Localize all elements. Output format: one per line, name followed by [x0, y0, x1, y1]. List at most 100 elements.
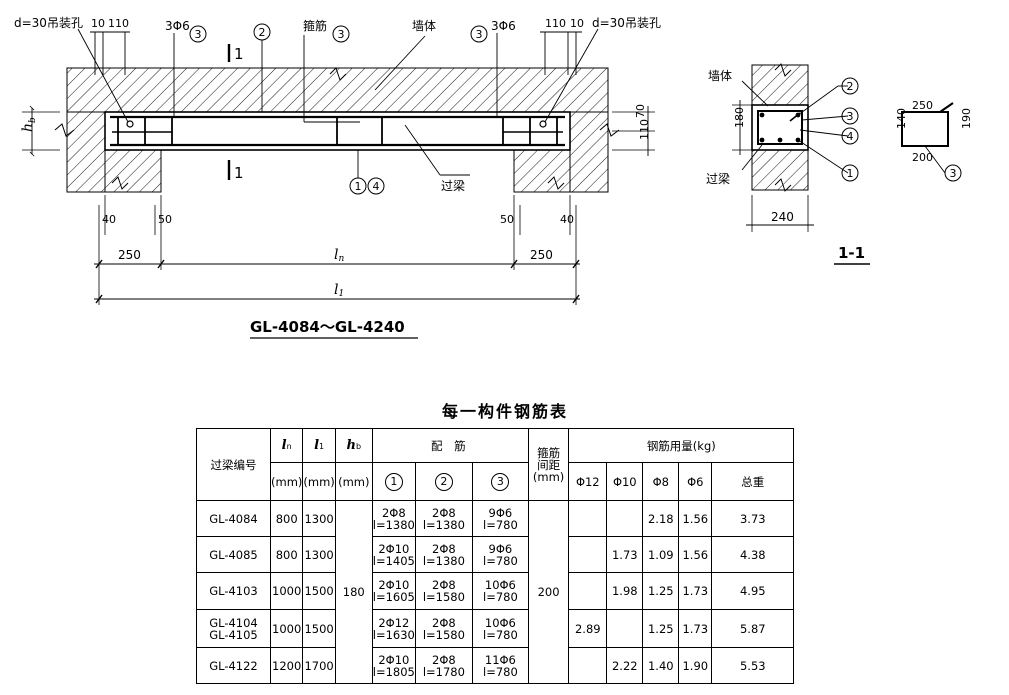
table-header-row-2: (mm) (mm) (mm) 1 2 3 Φ12 Φ10 Φ8 Φ6 总重 [197, 462, 795, 501]
cell-d8: 2.18 [642, 500, 680, 537]
dim-50-left: 50 [158, 213, 172, 226]
cell-d8: 1.25 [642, 609, 680, 648]
header-total: 总重 [711, 462, 795, 501]
section-circle-4-text: 4 [847, 130, 854, 143]
circle-mark-3-stirrup-text: 3 [338, 28, 345, 41]
cell-d10 [606, 609, 644, 648]
cell-ln: 800 [269, 536, 304, 573]
break-line-bottom-right [547, 176, 565, 190]
cell-d6: 1.73 [678, 609, 713, 648]
circle-mark-4-text: 4 [373, 180, 380, 193]
circle-mark-3-left-text: 3 [195, 28, 202, 41]
section-circle-1 [841, 164, 859, 182]
header-l1-unit: (mm) [302, 462, 336, 501]
section-circle-3 [841, 107, 859, 125]
dim-top-right-b: 10 [570, 17, 584, 30]
section-view: 墙体 过梁 2 3 4 1 180 240 1-1 [706, 63, 870, 265]
circle-mark-3-right [470, 25, 488, 43]
cell-l1: 1300 [302, 536, 336, 573]
section-body [751, 104, 809, 151]
l1-label: l1 [334, 282, 344, 299]
dim-110-right: 110 [638, 119, 651, 140]
cell-d12 [568, 500, 608, 537]
break-line-bottom-left [111, 176, 129, 190]
header-ln-unit: (mm) [269, 462, 304, 501]
lintel-drawing: 1 1 d=30吊装孔 10 110 3 [14, 16, 973, 339]
small-dim-lines [98, 195, 577, 305]
header-l1: l1 [302, 428, 336, 463]
hole-label-left: d=30吊装孔 [14, 16, 83, 30]
cell-l1: 1500 [302, 609, 336, 648]
wall-top-hatch [66, 67, 609, 113]
dim-40-left: 40 [102, 213, 116, 226]
circle-mark-4 [367, 177, 385, 195]
cell-id: GL-4122 [196, 647, 271, 684]
dim-70-right: 70 [634, 104, 647, 118]
wall-left-hatch [66, 111, 106, 193]
circle-mark-3-stirrup [332, 25, 350, 43]
cell-d6: 1.73 [678, 572, 713, 610]
section-wall-hatch [751, 64, 809, 106]
cell-d12 [568, 536, 608, 573]
elevation-view: 1 1 d=30吊装孔 10 110 3 [14, 16, 661, 339]
elevation-caption: GL-4084～GL-4240 [250, 318, 405, 336]
section-circle-1-text: 1 [847, 167, 854, 180]
cell-total: 3.73 [711, 500, 795, 537]
section-break-top [774, 63, 792, 77]
lifting-hole-left [126, 120, 134, 128]
bar3-label-right: 3Φ6 [491, 19, 516, 33]
wall-left-bearing-hatch [104, 149, 162, 193]
cell-ln: 1000 [269, 572, 304, 610]
cell-d8: 1.40 [642, 647, 680, 684]
cell-d12 [568, 572, 608, 610]
cell-l1: 1500 [302, 572, 336, 610]
stirrup-leader [924, 145, 946, 174]
header-rebar-2: 2 [414, 462, 473, 501]
section-mark-top: 1 [234, 45, 244, 63]
header-hb-unit: (mm) [334, 462, 373, 501]
cell-d10: 2.22 [606, 647, 644, 684]
cell-ln: 1200 [269, 647, 304, 684]
stirrup-width-top: 250 [912, 99, 933, 112]
header-d8: Φ8 [642, 462, 680, 501]
section-mark-bottom: 1 [234, 164, 244, 182]
cell-d12: 2.89 [568, 609, 608, 648]
break-line-top [329, 67, 347, 81]
cell-ln: 1000 [269, 609, 304, 648]
lintel-label: 过梁 [441, 178, 465, 193]
section-circle-2-text: 2 [847, 80, 854, 93]
leader-lines-top [77, 28, 599, 178]
dim-50-right: 50 [500, 213, 514, 226]
cell-d8: 1.25 [642, 572, 680, 610]
stirrup-circle-3-text: 3 [950, 167, 957, 180]
stirrup-hook [939, 102, 954, 113]
section-wall-label: 墙体 [708, 69, 732, 83]
header-d12: Φ12 [568, 462, 608, 501]
section-title: 1-1 [838, 244, 865, 262]
stirrup-shape [901, 111, 949, 147]
cell-d10: 1.73 [606, 536, 644, 573]
stirrups [117, 117, 558, 145]
dim-40-right: 40 [560, 213, 574, 226]
cell-hb: 180 [334, 500, 373, 684]
ln-label: ln [334, 247, 344, 264]
cell-l1: 1300 [302, 500, 336, 537]
cell-d6: 1.90 [678, 647, 713, 684]
section-leaders [741, 80, 849, 174]
break-line-left [54, 123, 75, 137]
circle-mark-2-text: 2 [259, 26, 266, 39]
dim-top-right-a: 110 [545, 17, 566, 30]
dim-ticks-l1 [95, 294, 580, 304]
